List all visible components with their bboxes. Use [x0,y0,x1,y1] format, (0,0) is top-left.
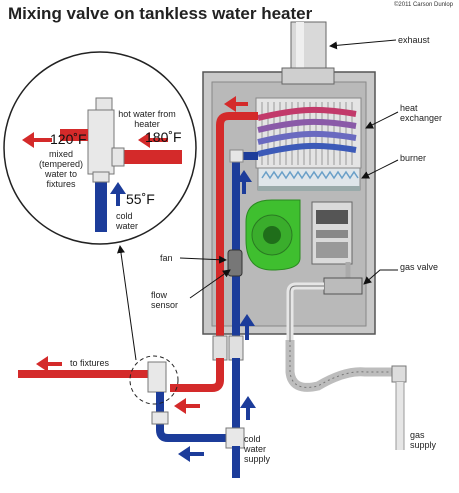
inset-hot-water-label: hot water from heater [118,109,176,129]
label-exhaust: exhaust [398,35,430,45]
cold-in-arrow-icon [236,170,252,194]
hot-out-arrow-icon [224,96,248,112]
inset-mixed-temp: 120˚F [50,131,87,147]
lower-hot-pipe [18,335,228,393]
inset-leader [117,245,137,361]
label-flow-sensor: flow sensor [151,290,179,310]
label-fan: fan [160,253,173,263]
page-title: Mixing valve on tankless water heater [8,4,313,23]
flow-arrows [22,96,256,462]
mixing-valve-inset [3,51,197,245]
label-cold-water-supply: cold water supply [244,434,271,464]
control-board [311,201,353,265]
label-burner: burner [400,153,427,163]
inset-hot-temp: 180˚F [145,129,182,145]
mixing-valve-highlight [129,355,179,405]
label-to-fixtures: to fixtures [70,358,110,368]
exhaust-pipe [281,21,335,85]
label-gas-valve: gas valve [400,262,439,272]
gas-supply-line [285,340,407,450]
inset-cold-temp: 55˚F [126,191,155,207]
burner [257,167,361,191]
hot-in-arrow-icon [138,132,168,148]
inset-cold-arrow-icon [110,182,126,206]
lower-cold-arrow-icon [178,446,204,462]
fixtures-arrow-icon [36,356,62,372]
label-heat-exchanger: heat exchanger [400,103,443,123]
supply-arrow-icon [240,396,256,420]
flow-sensor [227,249,243,277]
hot-water-pipe [216,112,258,340]
copyright-notice: ©2011 Carson Dunlop [393,2,453,8]
gas-valve [286,262,363,360]
leader-lines [179,39,399,299]
mixed-out-arrow-icon [22,132,52,148]
inset-mixed-label: mixed (tempered) water to fixtures [38,149,83,189]
lower-cold-pipe [151,335,245,478]
label-gas-supply: gas supply [410,430,437,450]
lower-hot-arrow-icon [174,398,200,414]
supply-up-arrow-icon [239,314,255,340]
heat-exchanger [255,97,362,169]
inset-cold-label: cold water [116,211,139,231]
fan [245,199,301,271]
cold-water-pipe [229,149,258,340]
